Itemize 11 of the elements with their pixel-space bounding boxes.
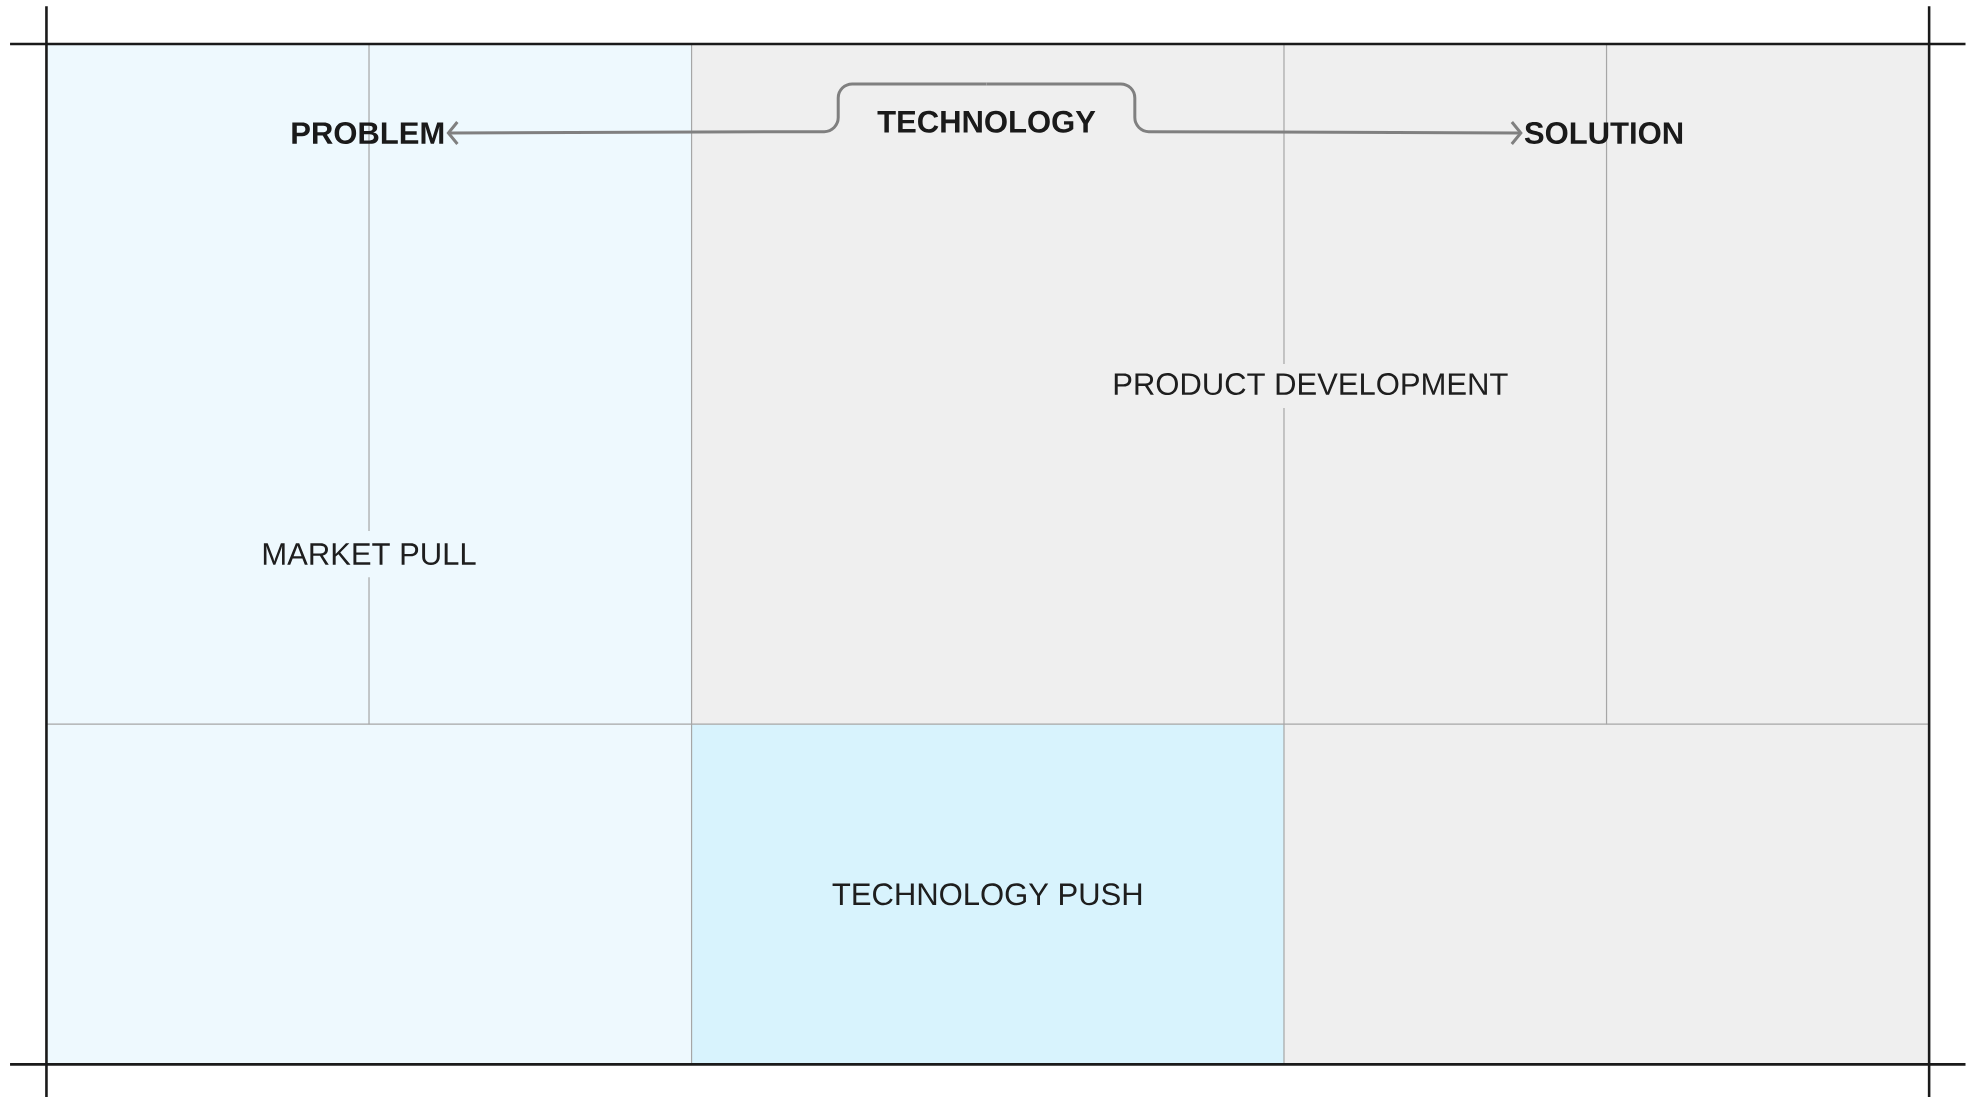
region-panel (46, 43, 692, 1065)
region-panel (691, 724, 1284, 1065)
bracket-arrow (986, 82, 1523, 145)
region-label: MARKET PULL (263, 543, 476, 565)
heading-text: SOLUTION (1524, 122, 1683, 145)
heading-text: PROBLEM (292, 122, 444, 145)
region-panel (691, 43, 1930, 1065)
region-label: TECHNOLOGY PUSH (832, 883, 1142, 906)
heading-text: TECHNOLOGY (877, 110, 1096, 133)
region-label: PRODUCT DEVELOPMENT (1114, 373, 1508, 396)
bracket-arrow (446, 82, 987, 145)
